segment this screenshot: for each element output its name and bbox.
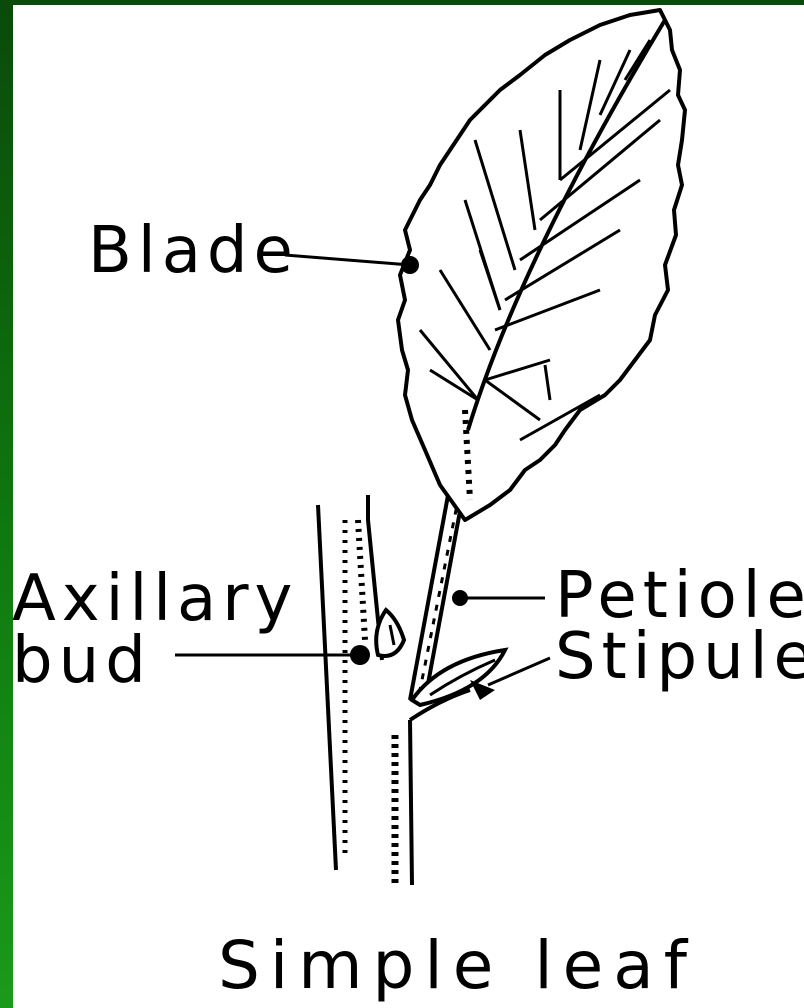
diagram-caption: Simple leaf [218, 927, 697, 1004]
petiole-pointer-dot [452, 590, 468, 606]
label-stipule: Stipule [555, 620, 804, 694]
leaf-blade [398, 10, 685, 520]
label-blade: Blade [88, 214, 299, 288]
blade-pointer-dot [401, 256, 419, 274]
blade-leader [285, 255, 410, 265]
stipule [412, 650, 505, 705]
label-bud: bud [12, 624, 152, 698]
